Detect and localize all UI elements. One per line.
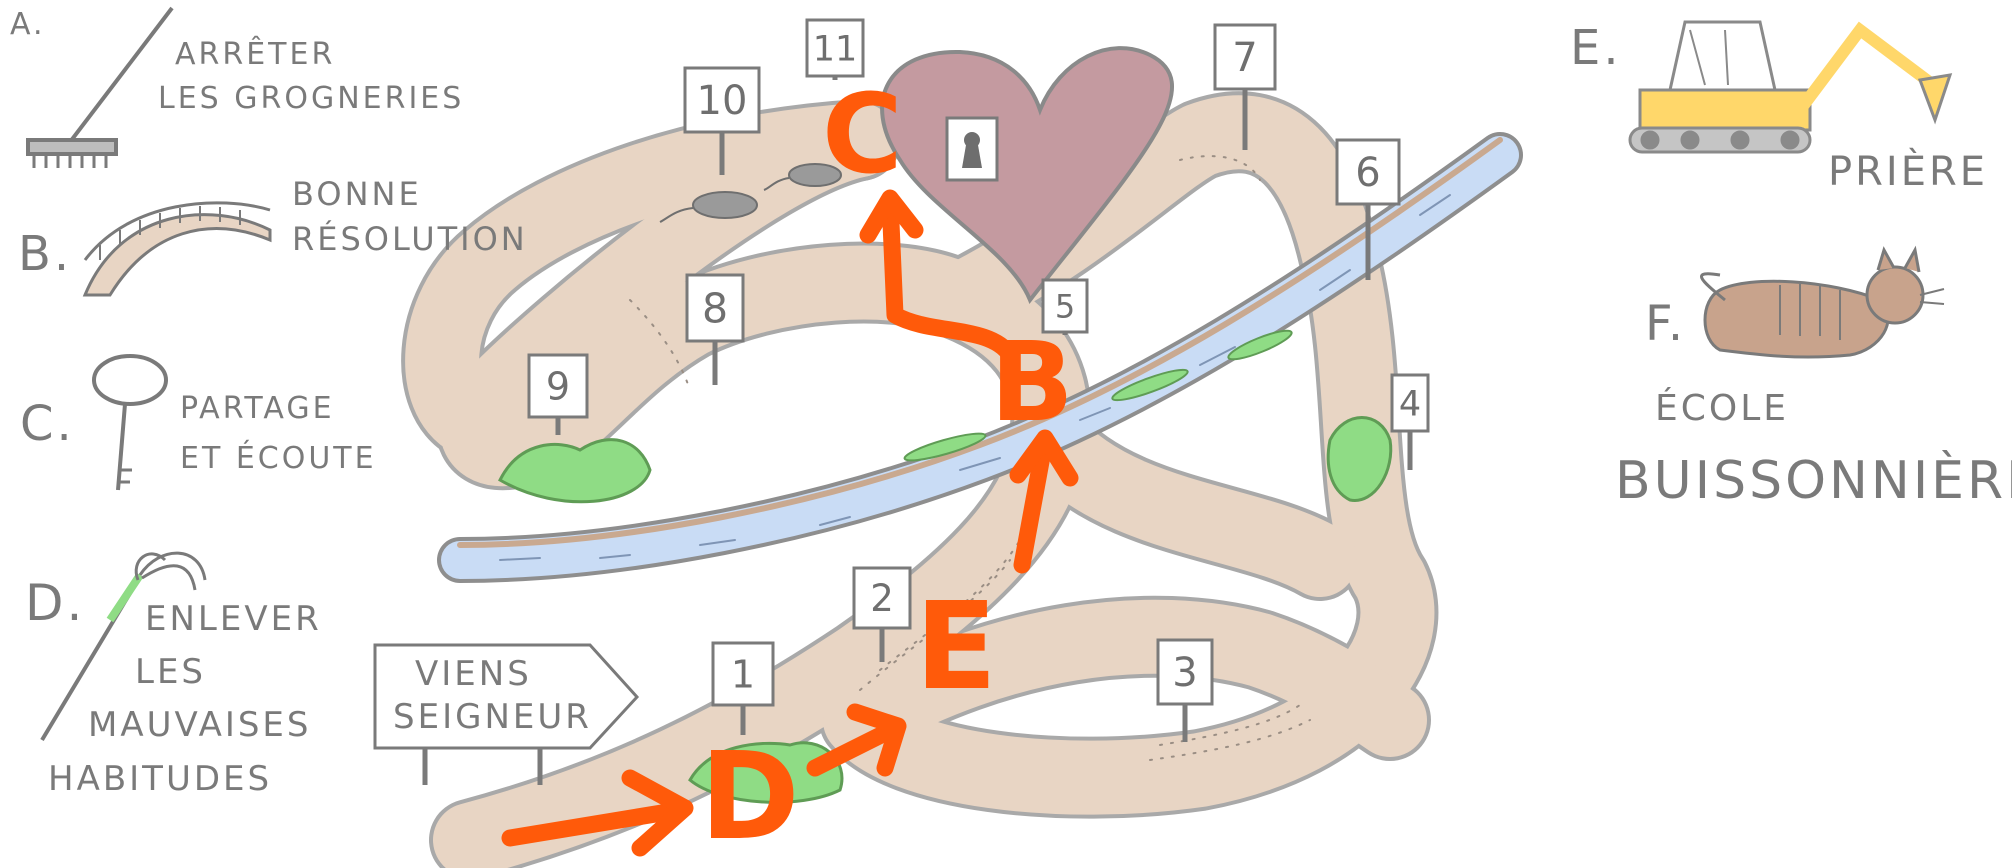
marker-sign-9: 9 xyxy=(527,353,589,435)
legend-a-letter: A. xyxy=(10,7,46,42)
marker-label: 9 xyxy=(546,365,570,409)
marker-box xyxy=(852,566,912,630)
route-arrow xyxy=(501,769,694,857)
marker-sign-3: 3 xyxy=(1156,638,1214,742)
marker-label: 8 xyxy=(702,285,728,333)
grass-patches xyxy=(498,416,1393,804)
marker-sign-10: 10 xyxy=(683,66,761,175)
marker-sign-7: 7 xyxy=(1213,23,1277,150)
path-letter-d: D xyxy=(700,728,800,867)
legend-d-line2: LES xyxy=(135,652,206,692)
marker-label: 1 xyxy=(731,653,755,697)
legend-e-label: PRIÈRE xyxy=(1828,147,1988,195)
route-arrow xyxy=(1009,429,1079,574)
marker-box xyxy=(1390,373,1430,433)
direction-sign: VIENS SEIGNEUR xyxy=(373,643,640,785)
route-letters: D E B C xyxy=(700,70,1074,867)
heart xyxy=(880,46,1174,304)
marker-sign-8: 8 xyxy=(685,273,745,385)
cat-icon xyxy=(1700,245,1945,359)
marker-box xyxy=(1335,138,1401,206)
marker-label: 5 xyxy=(1055,287,1075,325)
crocodile-icon xyxy=(1111,368,1189,402)
marker-label: 3 xyxy=(1172,650,1197,696)
path-letter-c: C xyxy=(822,70,903,198)
marker-box xyxy=(685,273,745,343)
legend-b-line2: RÉSOLUTION xyxy=(292,220,528,258)
legend-c-line1: PARTAGE xyxy=(180,391,335,426)
legend-f-line2: BUISSONNIÈRE xyxy=(1615,450,2012,511)
legend-c-line2: ET ÉCOUTE xyxy=(180,440,377,476)
marker-box xyxy=(683,66,761,134)
marker-label: 11 xyxy=(813,29,858,69)
legend-a-line2: LES GROGNERIES xyxy=(158,81,464,116)
river xyxy=(437,132,1523,583)
marker-sign-11: 11 xyxy=(805,18,865,80)
route-arrows xyxy=(501,189,1079,857)
path-letter-b: B xyxy=(990,318,1074,446)
brush-icon xyxy=(40,551,207,742)
marker-box xyxy=(527,353,589,419)
rake-icon xyxy=(26,6,174,168)
crocodile-icon xyxy=(903,432,987,462)
legend-d-line1: ENLEVER xyxy=(145,599,322,639)
crocodiles xyxy=(903,329,1293,462)
marker-label: 6 xyxy=(1355,150,1380,196)
crocodile-icon xyxy=(1227,329,1293,361)
marker-label: 7 xyxy=(1232,35,1257,81)
marker-sign-5: 5 xyxy=(1041,278,1089,335)
marker-box xyxy=(1041,278,1089,334)
mouse-icon xyxy=(659,191,758,223)
legend-f-line1: ÉCOLE xyxy=(1655,387,1789,429)
marker-box xyxy=(805,18,865,78)
marker-sign-4: 4 xyxy=(1390,373,1430,470)
route-arrow xyxy=(806,703,907,777)
legend-b-letter: B. xyxy=(18,226,72,282)
legend-b-line1: BONNE xyxy=(292,175,422,213)
marker-sign-2: 2 xyxy=(852,566,912,662)
number-markers: 1 2 3 4 5 6 7 8 9 10 11 xyxy=(527,18,1430,742)
bridge-icon xyxy=(82,201,272,297)
legend-d-letter: D. xyxy=(25,574,85,632)
path-letter-e: E xyxy=(915,578,997,717)
sign-line2: SEIGNEUR xyxy=(393,697,592,737)
legend-f-letter: F. xyxy=(1645,296,1686,352)
keyhole-icon xyxy=(945,116,999,182)
marker-sign-6: 6 xyxy=(1335,138,1401,280)
legend-a-line1: ARRÊTER xyxy=(175,36,335,72)
marker-sign-1: 1 xyxy=(711,641,775,735)
route-arrow xyxy=(859,189,1019,364)
legend-d-line3: MAUVAISES xyxy=(88,705,312,745)
marker-box xyxy=(1213,23,1277,91)
legend-e-letter: E. xyxy=(1570,20,1622,76)
marker-box xyxy=(1156,638,1214,706)
legend: A. ARRÊTER LES GROGNERIES B. BONNE RÉSOL… xyxy=(10,7,2012,799)
legend-d-line4: HABITUDES xyxy=(48,759,272,799)
marker-box xyxy=(711,641,775,707)
mice xyxy=(659,163,842,223)
excavator-icon xyxy=(1628,20,1953,154)
marker-label: 2 xyxy=(870,577,894,620)
sign-line1: VIENS xyxy=(415,654,532,694)
marker-label: 4 xyxy=(1399,384,1421,424)
legend-c-letter: C. xyxy=(20,396,75,452)
mouse-icon xyxy=(763,163,842,191)
key-icon xyxy=(92,354,168,491)
marker-label: 10 xyxy=(697,78,748,124)
